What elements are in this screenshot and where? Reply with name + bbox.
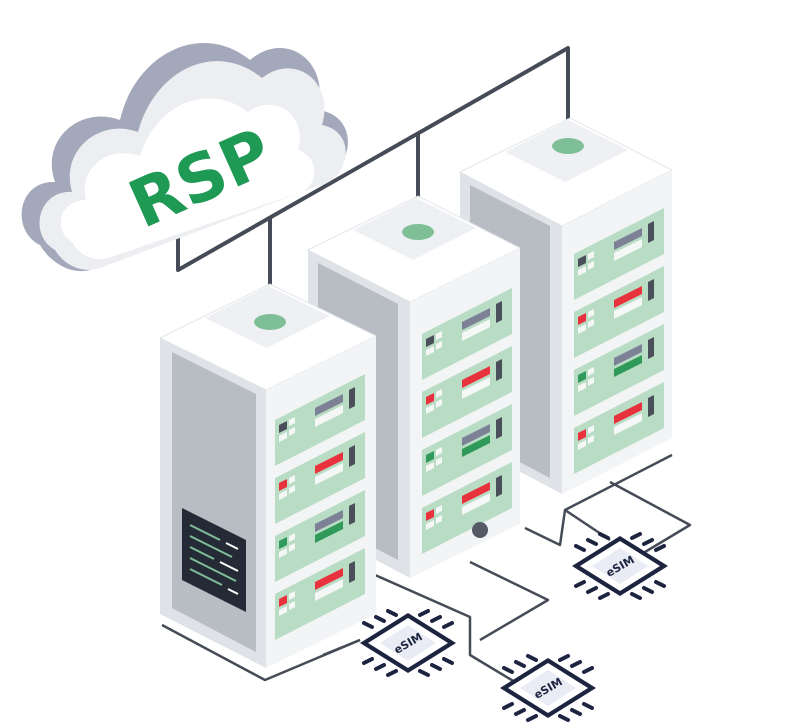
rsp-cloud: RSP [21,43,348,272]
port-led [254,314,286,330]
floor-wires [161,453,692,687]
esim-chip-3: eSIM [572,532,668,600]
port-led [552,138,584,154]
esim-chip-2: eSIM [500,654,596,722]
esim-chip-1: eSIM [360,609,456,677]
vent-screen [182,508,246,612]
server-rack-1 [158,283,378,668]
port-led [402,224,434,240]
power-button [472,522,488,538]
